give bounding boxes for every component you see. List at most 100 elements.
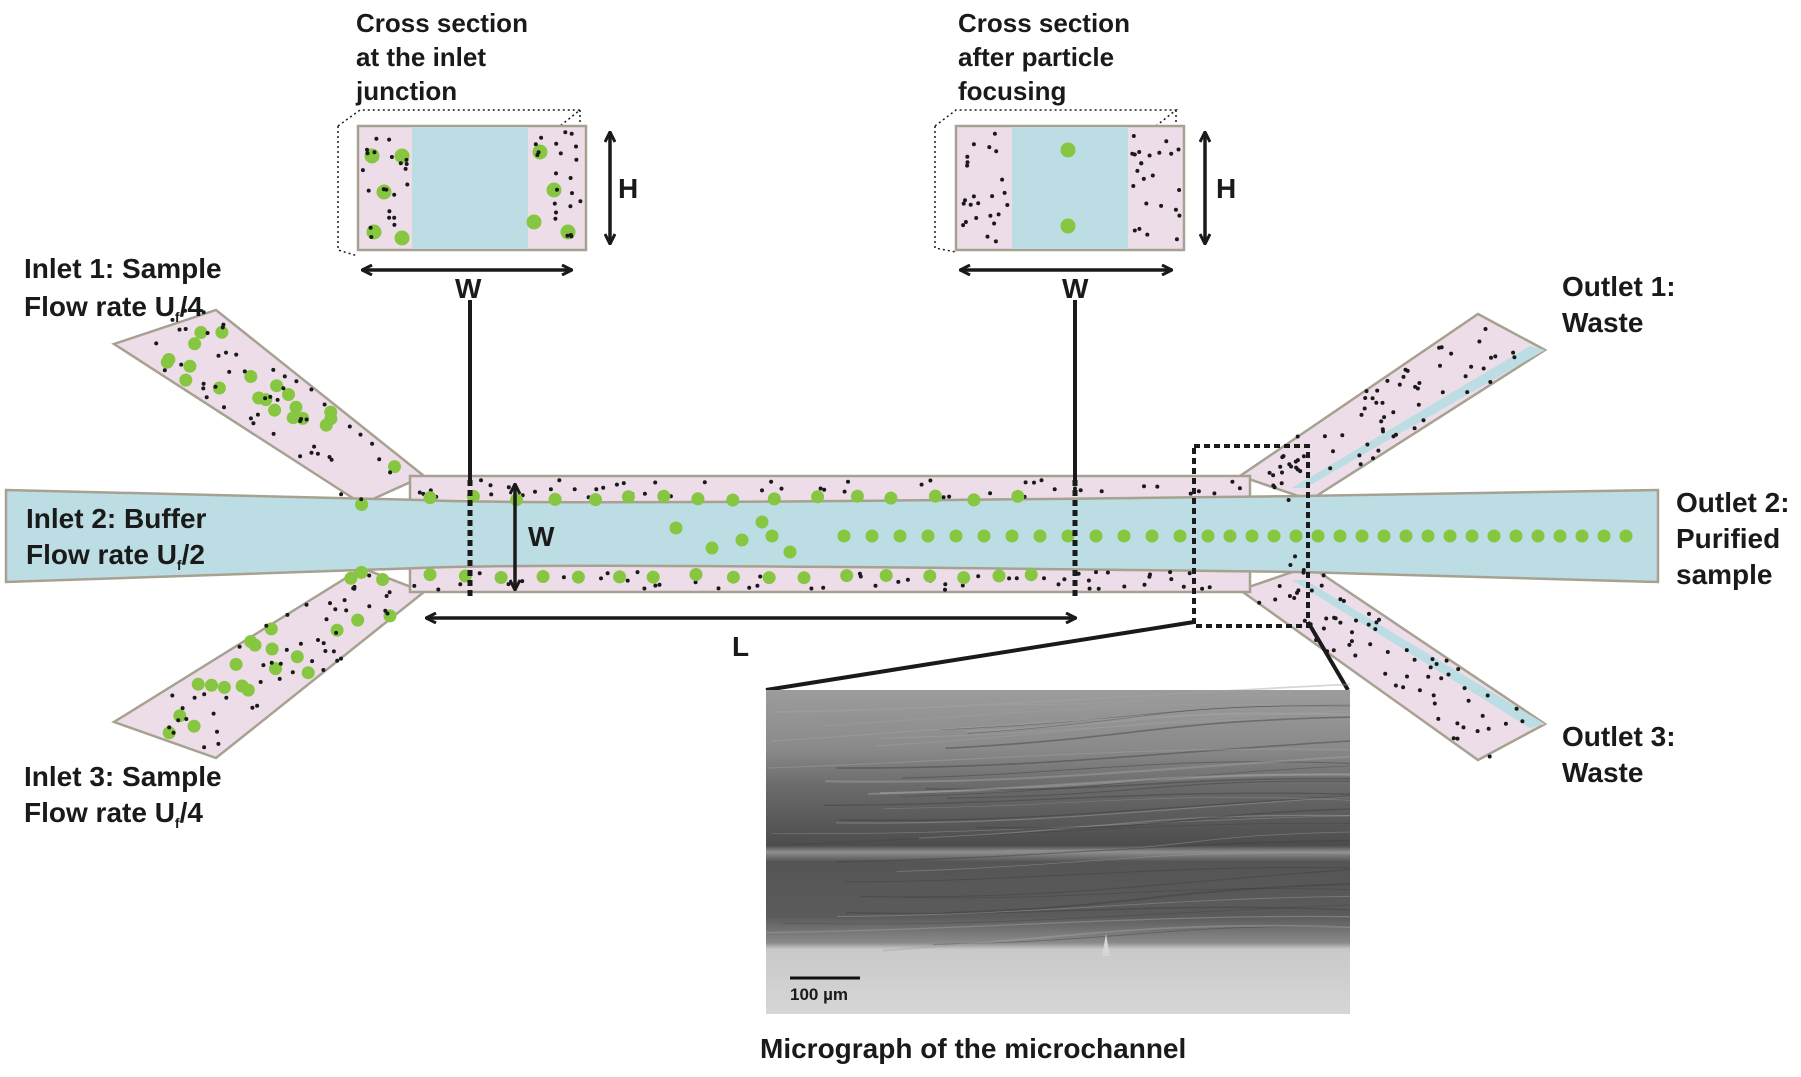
small-particle bbox=[1062, 577, 1067, 582]
large-particle bbox=[923, 569, 937, 583]
small-particle bbox=[563, 130, 568, 135]
large-particle bbox=[571, 570, 585, 584]
small-particle bbox=[1322, 434, 1327, 439]
small-particle bbox=[1430, 657, 1435, 662]
small-particle bbox=[1105, 570, 1110, 575]
small-particle bbox=[996, 212, 1001, 217]
small-particle bbox=[657, 582, 662, 587]
small-particle bbox=[1503, 721, 1508, 726]
large-particle bbox=[1223, 529, 1237, 543]
small-particle bbox=[988, 213, 993, 218]
small-particle bbox=[1391, 410, 1396, 415]
small-particle bbox=[387, 215, 392, 220]
small-particle bbox=[316, 638, 320, 642]
small-particle bbox=[1164, 139, 1169, 144]
small-particle bbox=[1520, 719, 1525, 724]
small-particle bbox=[1295, 590, 1299, 595]
small-particle bbox=[555, 187, 559, 192]
small-particle bbox=[275, 397, 280, 402]
small-particle bbox=[369, 235, 374, 239]
small-particle bbox=[1461, 725, 1466, 730]
small-particle bbox=[1087, 586, 1092, 591]
small-particle bbox=[1394, 432, 1398, 437]
small-particle bbox=[1293, 554, 1297, 559]
large-particle bbox=[689, 568, 703, 581]
micrograph-caption: Micrograph of the microchannel bbox=[760, 1033, 1186, 1064]
small-particle bbox=[1173, 207, 1178, 212]
small-particle bbox=[1147, 574, 1152, 579]
small-particle bbox=[1465, 390, 1470, 395]
small-particle bbox=[255, 703, 260, 708]
small-particle bbox=[961, 223, 966, 228]
small-particle bbox=[570, 191, 574, 196]
micrograph-streak bbox=[782, 904, 1351, 925]
small-particle bbox=[1257, 600, 1262, 605]
micrograph-streak bbox=[879, 773, 1351, 794]
small-particle bbox=[1131, 184, 1136, 188]
small-particle bbox=[947, 494, 952, 499]
large-particle bbox=[1060, 218, 1076, 234]
micrograph-streak bbox=[824, 792, 1351, 807]
small-particle bbox=[250, 705, 255, 710]
small-particle bbox=[561, 575, 566, 580]
inlet-3-channel bbox=[111, 566, 427, 760]
micrograph-streak bbox=[771, 712, 1351, 742]
zoom-region-box bbox=[1192, 444, 1310, 628]
small-particle bbox=[1489, 355, 1493, 360]
inlet-1-label: Inlet 1: Sample bbox=[24, 253, 222, 284]
large-particle bbox=[1487, 529, 1501, 543]
small-particle bbox=[1023, 480, 1028, 485]
small-particle bbox=[601, 485, 606, 490]
small-particle bbox=[965, 160, 970, 165]
large-particle bbox=[162, 726, 176, 740]
small-particle bbox=[1073, 486, 1077, 491]
small-particle bbox=[1289, 464, 1294, 469]
small-particle bbox=[367, 573, 372, 578]
small-particle bbox=[365, 151, 370, 156]
small-particle bbox=[642, 586, 647, 591]
small-particle bbox=[1207, 585, 1212, 590]
small-particle bbox=[574, 144, 578, 149]
large-particle bbox=[646, 570, 660, 584]
small-particle bbox=[389, 155, 394, 159]
small-particle bbox=[1056, 582, 1061, 587]
large-particle bbox=[1509, 529, 1523, 543]
small-particle bbox=[842, 489, 847, 494]
large-particle bbox=[1333, 529, 1347, 543]
small-particle bbox=[222, 405, 226, 410]
small-particle bbox=[388, 470, 393, 475]
small-particle bbox=[990, 194, 995, 199]
micrograph-streak bbox=[901, 765, 1351, 797]
small-particle bbox=[403, 166, 408, 171]
small-particle bbox=[1014, 576, 1019, 581]
small-particle bbox=[385, 611, 390, 616]
small-particle bbox=[417, 490, 422, 495]
small-particle bbox=[1086, 578, 1091, 583]
small-particle bbox=[1511, 350, 1516, 355]
small-particle bbox=[1412, 426, 1417, 431]
outlet-1-label: Outlet 1: bbox=[1562, 271, 1676, 302]
small-particle bbox=[1135, 168, 1140, 173]
small-particle bbox=[1287, 594, 1292, 598]
micrograph-streak bbox=[939, 704, 1351, 730]
small-particle bbox=[553, 216, 558, 221]
small-particle bbox=[352, 586, 357, 591]
small-particle bbox=[1455, 736, 1460, 741]
large-particle bbox=[1531, 529, 1545, 543]
large-particle bbox=[1201, 529, 1215, 543]
large-particle bbox=[884, 491, 898, 505]
small-particle bbox=[1493, 354, 1498, 359]
large-particle bbox=[376, 573, 390, 586]
small-particle bbox=[988, 491, 993, 496]
small-particle bbox=[224, 350, 228, 355]
small-particle bbox=[993, 239, 998, 244]
small-particle bbox=[1428, 665, 1433, 670]
large-particle bbox=[691, 492, 705, 506]
small-particle bbox=[1137, 226, 1142, 231]
small-particle bbox=[1324, 616, 1329, 621]
large-particle bbox=[621, 490, 635, 504]
small-particle bbox=[205, 331, 210, 335]
small-particle bbox=[1052, 487, 1057, 492]
small-particle bbox=[1368, 642, 1373, 647]
micrograph-streak bbox=[773, 683, 1351, 713]
